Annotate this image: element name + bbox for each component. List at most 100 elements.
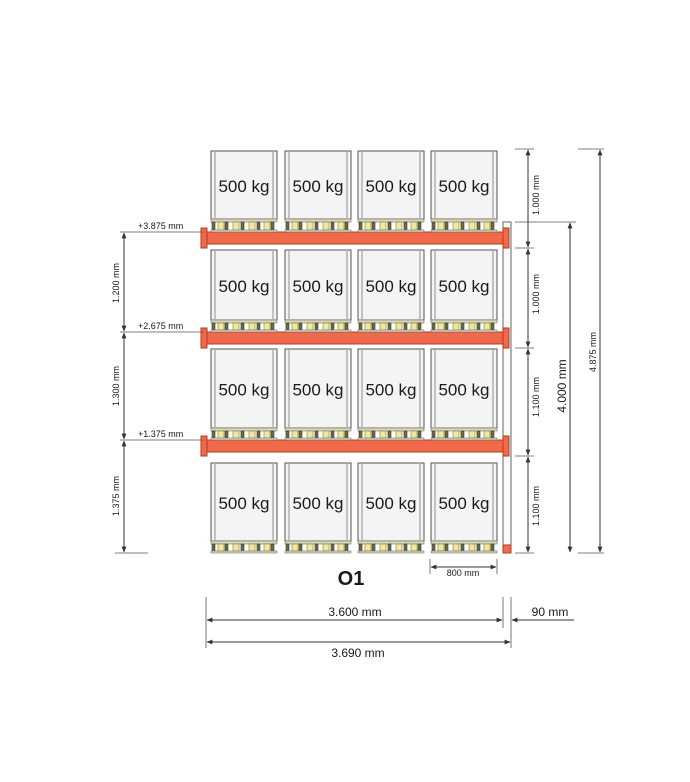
pallet-block (460, 430, 465, 439)
pallet-load: 500 kg (357, 462, 425, 554)
load-weight-label: 500 kg (292, 381, 343, 400)
pallet-top-board (284, 540, 352, 545)
pallet-block (364, 543, 372, 552)
pallet-block (256, 221, 261, 231)
load-box (357, 150, 425, 220)
pallet-width-label: 800 mm (447, 568, 480, 578)
pallet-block (403, 430, 408, 439)
pallet-block (291, 543, 299, 552)
pallet-block (344, 322, 349, 331)
pallet-block (330, 430, 335, 439)
load-box (357, 348, 425, 429)
pallet-block (387, 221, 392, 231)
pallet-load: 500 kg (284, 462, 352, 554)
load-weight-label: 500 kg (365, 494, 416, 513)
pallet-block (410, 430, 418, 439)
load-weight-label: 500 kg (438, 277, 489, 296)
pallet-block (270, 221, 275, 231)
left-dimension-chain (115, 231, 204, 554)
pallet-block (437, 430, 445, 439)
pallet-load: 500 kg (284, 348, 352, 441)
pallet-bottom-board (357, 229, 425, 233)
pallet-block (330, 322, 335, 331)
pallet-block (314, 322, 319, 331)
pallet-bottom-board (284, 229, 352, 233)
pallet-block (395, 430, 403, 439)
upright-post (502, 221, 512, 553)
bay-width-label: 3.600 mm (328, 605, 381, 619)
beam-level-2 (200, 327, 510, 349)
post-width-label: 90 mm (532, 605, 569, 619)
pallet-block (256, 322, 261, 331)
pallet-bottom-board (430, 550, 498, 554)
pallet-block (403, 221, 408, 231)
pallet-block (306, 543, 314, 552)
beam-height-label-1: +3.875 mm (138, 221, 183, 231)
pallet-top-board (430, 540, 498, 545)
pallet-block (417, 430, 422, 439)
pallet-block (476, 221, 481, 231)
pallet-block (217, 322, 225, 331)
pallet-block (285, 430, 290, 439)
pallet-block (256, 543, 261, 552)
pallet-block (256, 430, 261, 439)
pallet-load: 500 kg (430, 150, 498, 233)
pallet-block (468, 543, 476, 552)
pallet-block (476, 322, 481, 331)
beam-level-1 (200, 227, 510, 249)
pallet-block (364, 322, 372, 331)
pallet-block (444, 221, 449, 231)
pallet-top-board (284, 319, 352, 324)
pallet-top-board (430, 427, 498, 432)
pallet-block (379, 543, 387, 552)
pallet-block (460, 543, 465, 552)
pallet-block (437, 322, 445, 331)
pallet-bottom-board (357, 437, 425, 441)
load-weight-label: 500 kg (365, 381, 416, 400)
beam-height-label-3: +1.375 mm (138, 429, 183, 439)
pallet-block (452, 543, 460, 552)
pallet-block (395, 322, 403, 331)
load-weight-label: 500 kg (365, 177, 416, 196)
pallet-block (452, 221, 460, 231)
load-weight-label: 500 kg (218, 277, 269, 296)
pallet-load: 500 kg (210, 249, 278, 333)
pallet-block (232, 221, 240, 231)
load-weight-label: 500 kg (292, 277, 343, 296)
load-weight-label: 500 kg (438, 177, 489, 196)
load-box (430, 348, 498, 429)
pallet-width-dimension (429, 559, 498, 574)
pallet-block (217, 430, 225, 439)
pallet-block (431, 543, 436, 552)
pallet-block (410, 221, 418, 231)
pallet-block (410, 322, 418, 331)
pallet-block (483, 543, 491, 552)
pallet-block (387, 430, 392, 439)
pallet-load: 500 kg (210, 462, 278, 554)
pallet-block (224, 430, 229, 439)
load-box (430, 462, 498, 542)
load-box (430, 150, 498, 220)
right-level-dimension-1: 1.000 mm (531, 175, 541, 215)
load-box (284, 249, 352, 321)
pallet-bottom-board (284, 550, 352, 554)
pallet-load: 500 kg (430, 348, 498, 441)
pallet-block (285, 221, 290, 231)
pallet-block (358, 221, 363, 231)
pallet-block (337, 543, 345, 552)
pallet-block (263, 322, 271, 331)
pallet-block (298, 430, 303, 439)
pallet-block (211, 322, 216, 331)
pallet-block (337, 322, 345, 331)
right-level-dimension-3: 1.100 mm (531, 377, 541, 417)
pallet-block (417, 322, 422, 331)
pallet-block (211, 221, 216, 231)
pallet-block (240, 322, 245, 331)
pallet-top-board (284, 427, 352, 432)
load-box (430, 249, 498, 321)
pallet-block (240, 543, 245, 552)
pallet-block (431, 430, 436, 439)
pallet-top-board (430, 319, 498, 324)
pallet-block (358, 322, 363, 331)
